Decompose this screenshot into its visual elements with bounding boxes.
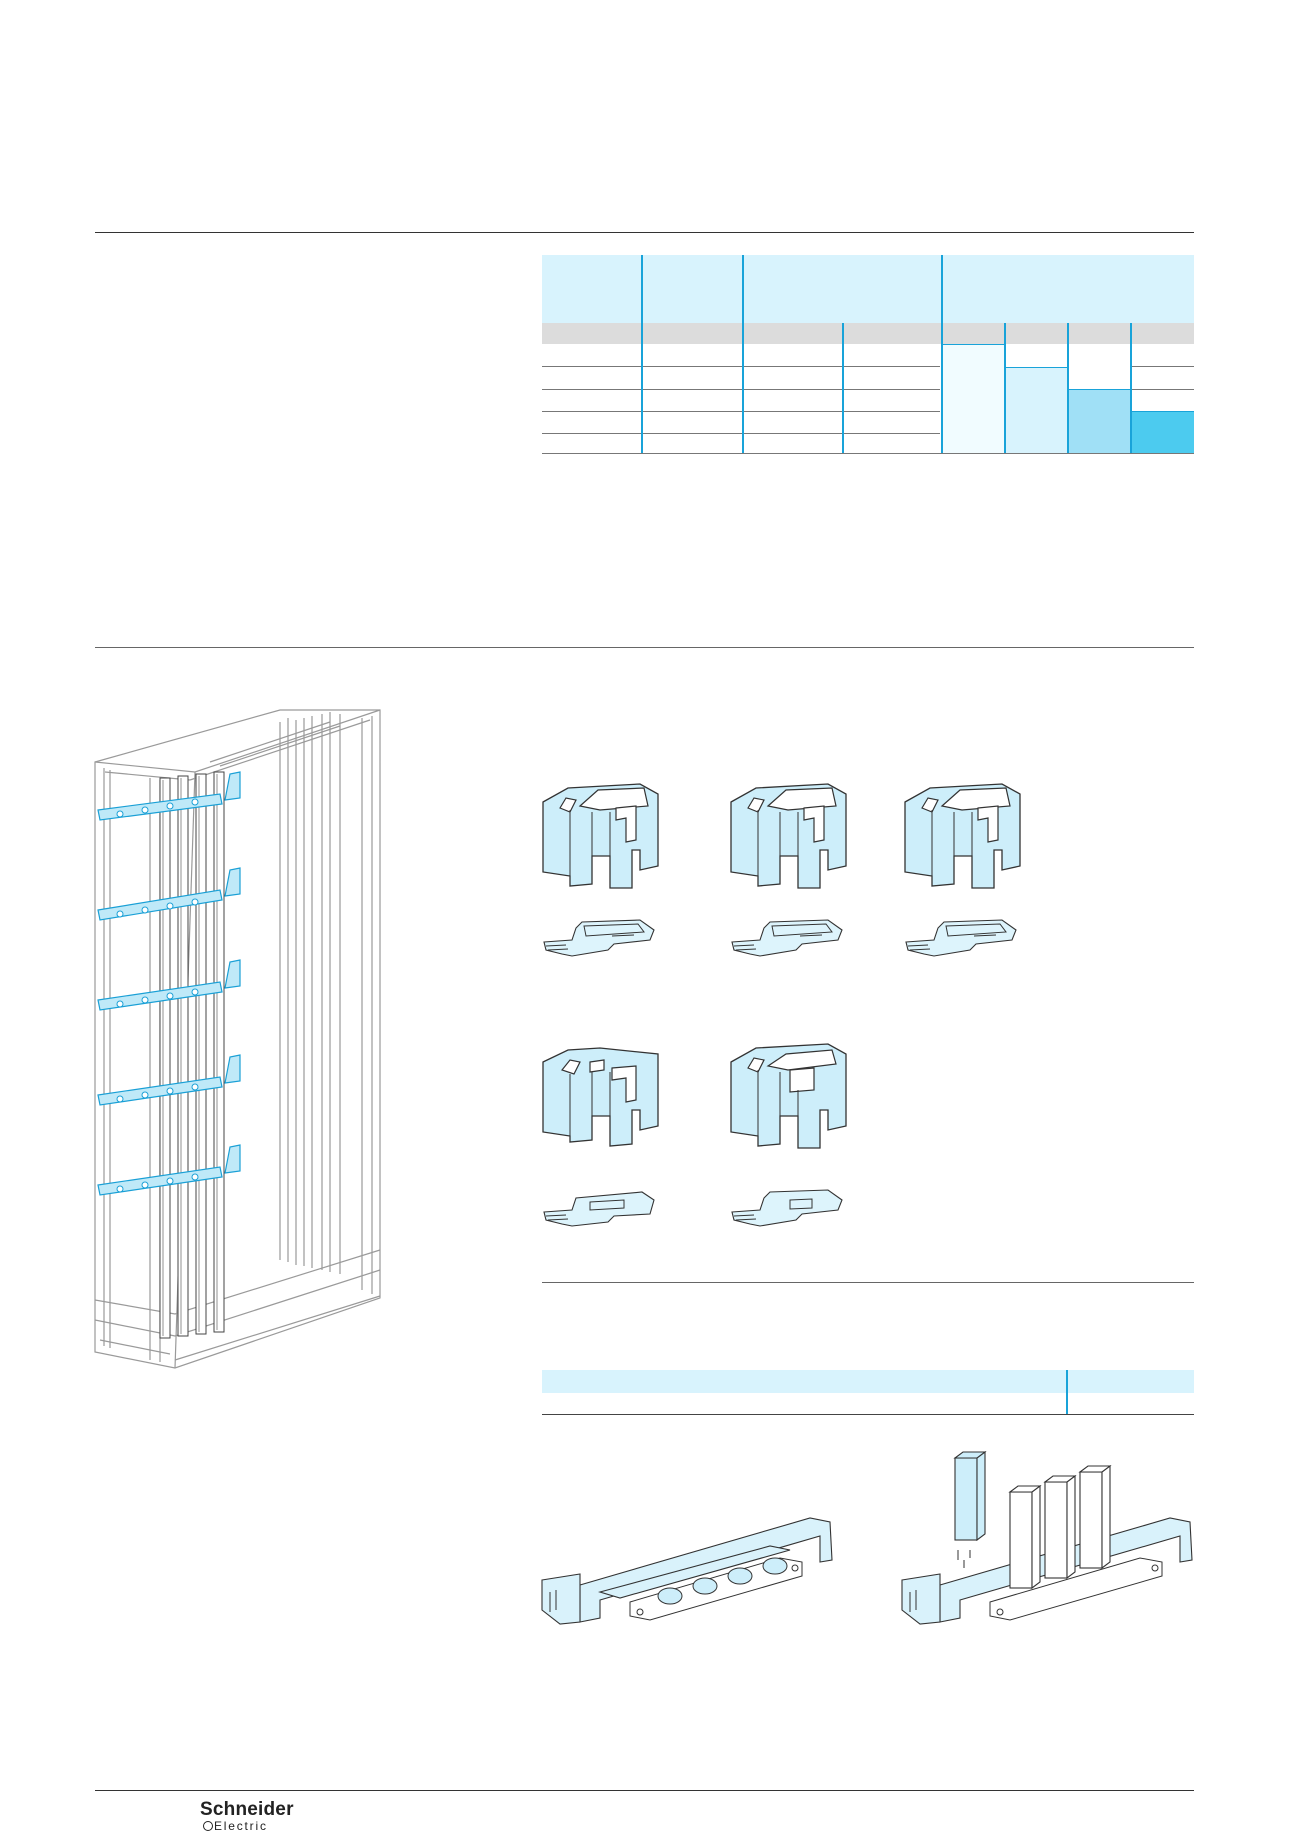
brand-name: Schneider [200, 1799, 294, 1820]
table-header [542, 255, 1194, 323]
table-row-line [542, 389, 940, 390]
brand-logo: Schneider Electric [200, 1799, 294, 1833]
table-divider [1067, 323, 1069, 453]
table-row-line [542, 433, 940, 434]
support-plate-outline [543, 1191, 655, 1227]
table-divider [941, 255, 943, 453]
busbar-support-block [542, 783, 659, 889]
section-rule [95, 647, 1194, 648]
top-rule [95, 232, 1194, 233]
table-row-line [542, 366, 940, 367]
footer-rule [95, 1790, 1194, 1791]
table-divider [1066, 1370, 1068, 1415]
brand-subname: Electric [214, 1819, 268, 1833]
busbar-support-block [542, 1047, 659, 1147]
busbar-support-block [904, 783, 1021, 889]
busbar-support-block [730, 1043, 847, 1149]
table-divider [742, 255, 744, 453]
table-divider [641, 255, 643, 453]
step-fill-3 [1068, 389, 1130, 453]
support-plate-outline [543, 919, 655, 957]
table-band [542, 323, 1194, 344]
step-fill-2 [1005, 367, 1067, 453]
busbar-support-block [730, 783, 847, 889]
brand-mark-icon [203, 1821, 213, 1831]
support-plate-outline [731, 1189, 843, 1227]
busbar-support-with-bars [901, 1450, 1193, 1625]
table-divider [1004, 323, 1006, 453]
table-header [542, 1370, 1194, 1393]
support-plate-outline [905, 919, 1017, 957]
table-divider [1130, 323, 1132, 453]
section-rule [542, 1282, 1194, 1283]
table-row-line [1132, 389, 1194, 390]
table-row-line [1132, 366, 1194, 367]
busbar-support-bracket [541, 1517, 833, 1625]
table-row-line [542, 411, 940, 412]
table-row-line [942, 344, 1004, 345]
table-row-line [542, 1414, 1194, 1415]
cabinet-busbar-drawing [94, 709, 381, 1369]
support-plate-outline [731, 919, 843, 957]
step-fill-1 [942, 345, 1004, 453]
table-row-line [542, 453, 1194, 454]
step-fill-4 [1131, 411, 1194, 453]
table-divider [842, 323, 844, 453]
